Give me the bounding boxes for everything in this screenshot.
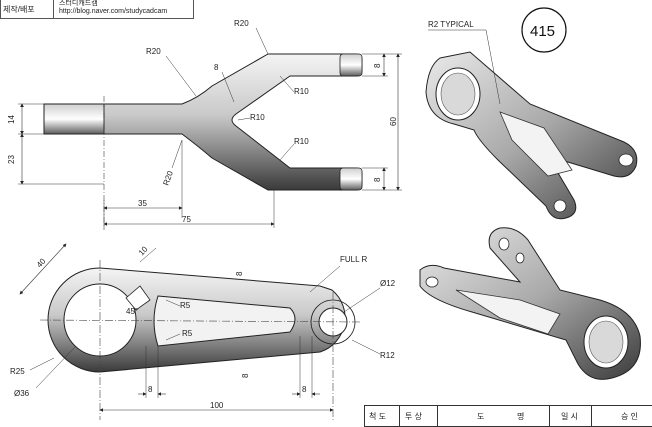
dim-8-top: 8 [373,63,382,68]
bottom-prong-cap [339,167,363,191]
dim-dia12: Ø12 [380,279,396,288]
dim-full-r: FULL R [340,255,367,264]
blog-url: http://blog.naver.com/studycadcam [59,8,168,15]
brand-name: 스터디캐드캠 [59,0,98,7]
dim-r10-c: R10 [294,137,309,146]
dim-8-web-a: 8 [235,271,244,276]
front-view: 100 8 8 40 10 45° R5 R5 8 8 FULL R Ø12 R… [10,243,396,420]
dim-dia36: Ø36 [14,389,30,398]
top-prong-cap [339,53,363,77]
iso-view-upper: R2 TYPICAL [425,20,638,220]
dim-40: 40 [35,256,48,269]
badge-number: 415 [530,23,555,40]
dim-8-bottom-right: 8 [302,385,307,394]
dim-60: 60 [389,117,398,126]
iso-view-lower [419,227,641,380]
header-divider [53,0,54,18]
dim-8-bottom: 8 [373,177,382,182]
title-block: 척 도 투 상 도 명 일 시 승 인 [364,405,652,427]
top-view: 14 23 35 75 8 8 60 R20 R20 8 R10 R10 R10… [7,19,402,230]
dim-r20-bottom: R20 [161,169,175,186]
title-cell-scale: 척 도 [369,412,386,421]
dim-r5-a: R5 [180,301,191,310]
top-view-forked-arm [103,53,363,191]
r2-typical-note: R2 TYPICAL [428,20,474,29]
dim-8-bottom-left: 8 [148,385,153,394]
dim-r5-b: R5 [182,329,193,338]
title-divider [399,406,400,426]
dim-35: 35 [138,199,147,208]
dim-r12: R12 [380,351,395,360]
dim-100: 100 [210,401,224,410]
title-cell-approve: 승 인 [621,412,638,421]
dim-r10-b: R10 [250,113,265,122]
dim-8-web: 8 [214,63,219,72]
dim-r10-a: R10 [294,87,309,96]
dim-r20-top: R20 [234,19,249,28]
title-cell-date: 일 시 [561,412,578,421]
dim-14: 14 [7,115,16,124]
title-divider [549,406,550,426]
top-view-left-boss [43,103,105,135]
title-divider [437,406,438,426]
dim-23: 23 [7,155,16,164]
dim-75: 75 [182,215,191,224]
credit-label: 제작/배포 [3,5,35,14]
drawing-number-badge: 415 [521,7,567,53]
title-cell-drawing: 도 [477,412,485,421]
dim-r20-left: R20 [146,47,161,56]
dim-r25: R25 [10,367,25,376]
title-divider [591,406,592,426]
title-cell-name: 명 [517,412,525,421]
brand-block: 스터디캐드캠 http://blog.naver.com/studycadcam [59,0,167,16]
dim-8-web-b: 8 [241,373,250,378]
dim-45-deg: 45° [126,307,138,316]
title-cell-projection: 투 상 [405,412,422,421]
header-stamp: 제작/배포 스터디캐드캠 http://blog.naver.com/study… [0,0,194,19]
front-keyway [125,285,151,311]
